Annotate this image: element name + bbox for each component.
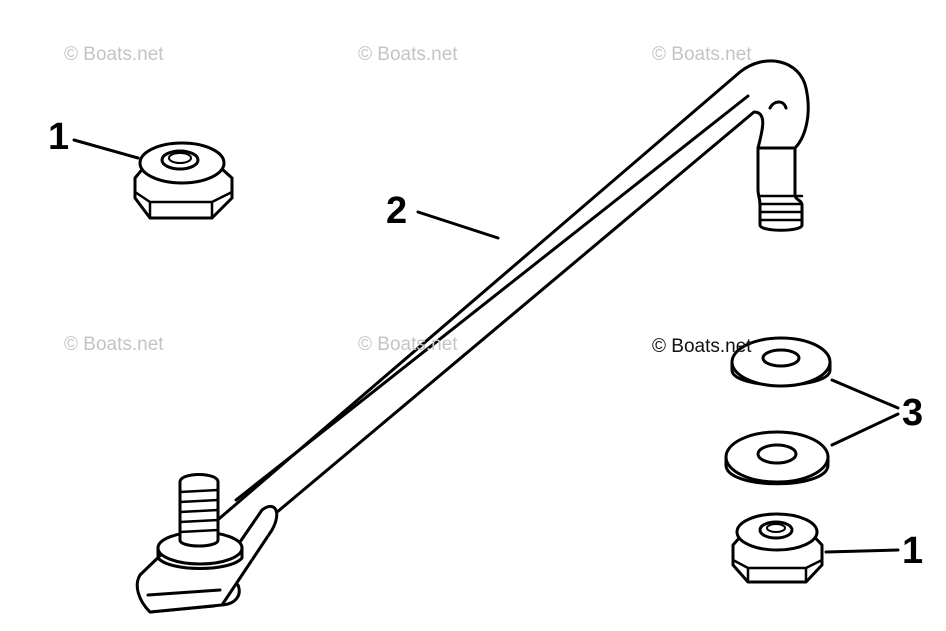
rod-bottom-collar-side [156,546,244,570]
watermark-text: © Boats.net [64,334,164,355]
washer-lower [724,430,830,486]
leader-washer-upper [830,378,900,410]
leader-nut-top [72,138,140,160]
nut-top-hole [160,149,200,171]
rod-edge-line [234,94,750,502]
watermark-text: © Boats.net [358,334,458,355]
watermark-text: © Boats.net [64,44,164,65]
nut-top-hole-inner [168,152,192,164]
rod-top-stud-threads [758,194,804,222]
callout-number: 2 [386,190,408,232]
leader-nut-bottom [824,548,900,554]
lock-nut-top [133,141,234,220]
watermark-text: © Boats.net [358,44,458,65]
callout-number: 3 [902,392,924,434]
rod-bottom-bolt-threads [178,488,220,534]
link-rod [135,59,810,614]
rod-flat-edge [146,588,222,597]
rod-bend-hole [768,100,788,110]
washer-lower-hole [756,443,798,465]
washer-upper [730,336,832,388]
washer-upper-hole [761,348,801,368]
callout-number: 1 [48,116,70,158]
leader-washer-lower [830,412,900,447]
leader-lines [72,138,900,554]
lock-nut-bottom [731,512,824,584]
watermark-text: © Boats.net [652,44,752,65]
nut-bottom-hole-inner [766,523,786,533]
nut-bottom-hex-faces [731,558,824,584]
leader-rod [416,210,500,240]
washer-lower-face [724,430,830,484]
washer-upper-face [730,336,832,388]
nut-bottom-hole [758,520,794,540]
rod-top-stud [756,146,804,232]
rod-flat-underside [220,583,241,607]
nut-top-hex-faces [133,190,234,220]
watermark-text: © Boats.net [652,336,752,357]
callout-number: 1 [902,530,924,572]
